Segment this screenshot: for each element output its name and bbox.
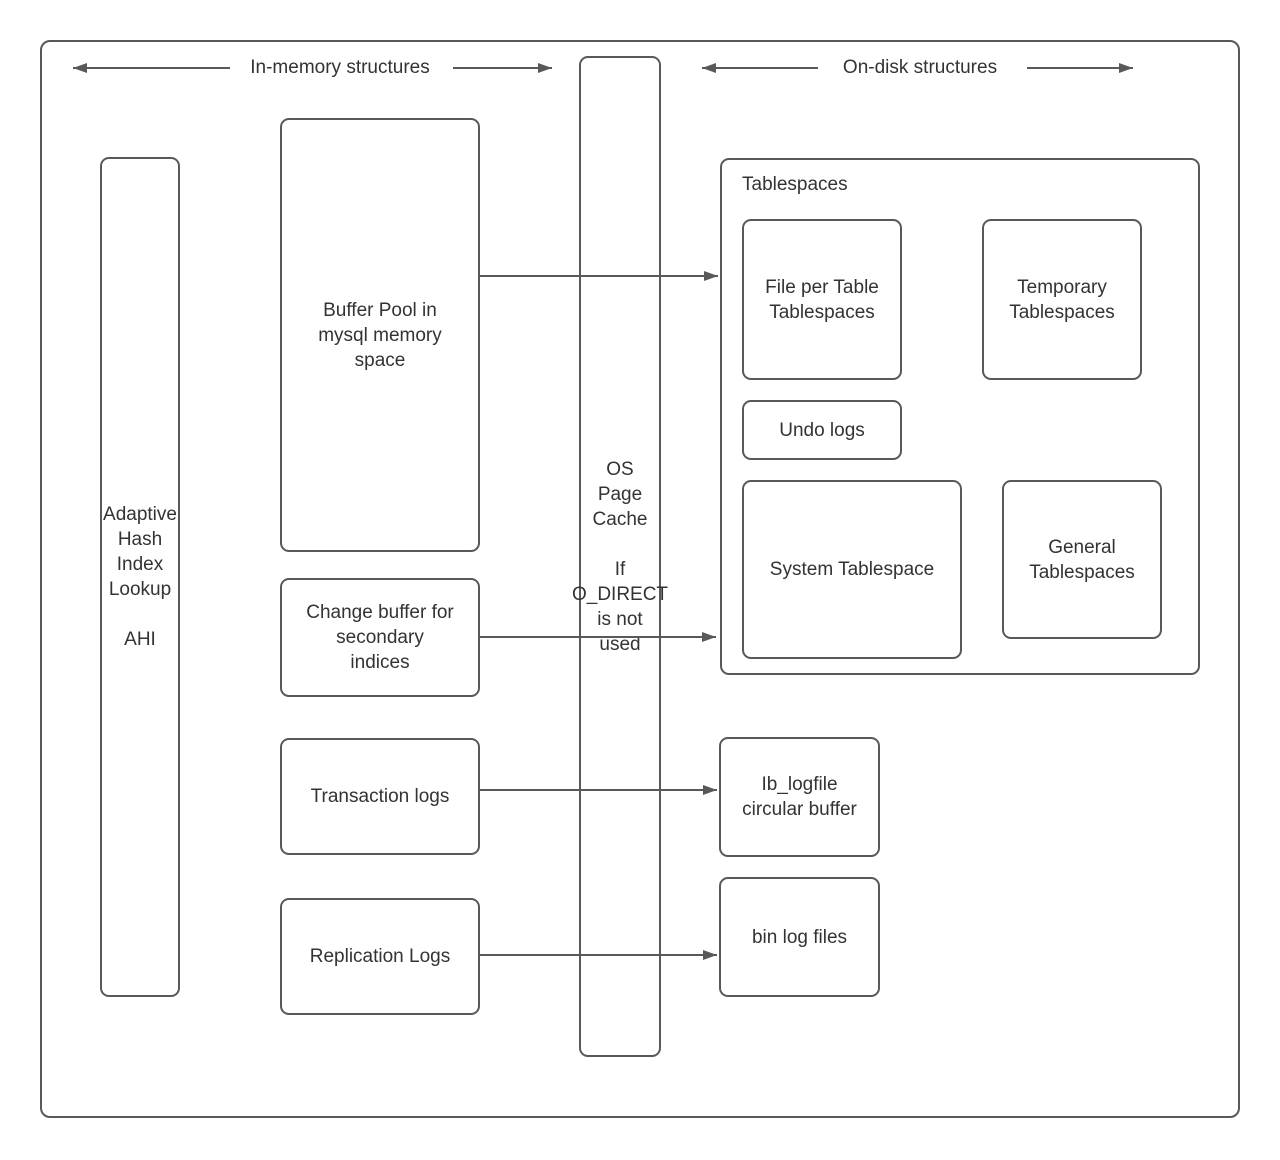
general-tablespaces-box: General Tablespaces bbox=[1002, 480, 1162, 639]
file-per-table-box: File per Table Tablespaces bbox=[742, 219, 902, 380]
os-page-cache-box: OS Page Cache If O_DIRECT is not used bbox=[572, 56, 668, 1057]
in-memory-header-label: In-memory structures bbox=[250, 57, 430, 78]
temporary-tablespaces-box: Temporary Tablespaces bbox=[982, 219, 1142, 380]
ib-logfile-box: Ib_logfile circular buffer bbox=[719, 737, 880, 857]
transaction-logs-box: Transaction logs bbox=[280, 738, 480, 855]
replication-logs-box: Replication Logs bbox=[280, 898, 480, 1015]
system-tablespace-box: System Tablespace bbox=[742, 480, 962, 659]
undo-logs-box: Undo logs bbox=[742, 400, 902, 460]
tablespaces-group: Tablespaces File per Table Tablespaces T… bbox=[720, 158, 1200, 675]
tablespaces-group-label: Tablespaces bbox=[742, 174, 848, 195]
buffer-pool-box: Buffer Pool in mysql memory space bbox=[280, 118, 480, 552]
on-disk-header-label: On-disk structures bbox=[842, 57, 998, 78]
change-buffer-box: Change buffer for secondary indices bbox=[280, 578, 480, 697]
bin-log-files-box: bin log files bbox=[719, 877, 880, 997]
ahi-box: Adaptive Hash Index Lookup AHI bbox=[100, 157, 180, 997]
